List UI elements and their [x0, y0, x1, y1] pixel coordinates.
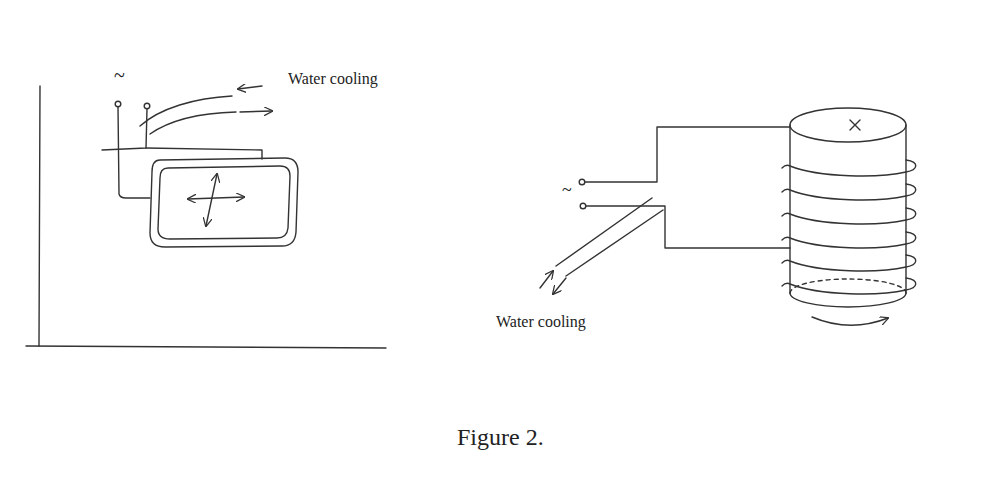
figure-caption: Figure 2.	[457, 424, 544, 450]
flow-arrow	[553, 278, 566, 294]
rotation-arrow	[812, 317, 888, 325]
helical-coil	[782, 255, 916, 271]
helical-coil	[782, 160, 916, 176]
field-arrow	[206, 174, 217, 226]
cylinder-side	[789, 125, 790, 293]
helical-coil	[782, 232, 916, 248]
flow-arrow	[238, 86, 262, 89]
cooling-pipe	[566, 210, 663, 276]
flow-arrow	[540, 271, 553, 288]
lead-wire	[118, 107, 150, 198]
helical-coil	[782, 278, 916, 294]
cylinder-top	[790, 108, 906, 142]
plate-edge	[26, 346, 386, 348]
helical-coil	[782, 184, 916, 200]
cooling-pipe	[150, 112, 236, 134]
field-into-page	[850, 120, 860, 130]
helical-coil	[782, 208, 916, 224]
lead-wire	[102, 109, 147, 150]
terminal	[580, 203, 586, 209]
plate-edge	[39, 86, 40, 346]
terminal	[579, 179, 585, 185]
flow-arrow	[240, 111, 272, 112]
field-arrow	[188, 197, 244, 199]
ac-symbol: ~	[562, 181, 572, 201]
cylinder-bottom-hidden	[790, 279, 906, 293]
ac-symbol: ~	[114, 64, 125, 86]
water-cooling-label: Water cooling	[288, 70, 378, 88]
lead-wire	[585, 127, 790, 182]
flat-coil	[158, 166, 290, 239]
lead-wire	[146, 148, 262, 159]
terminal	[115, 101, 121, 107]
terminal	[144, 103, 150, 109]
cooling-pipe	[556, 198, 652, 266]
cylinder-bottom	[790, 293, 906, 307]
water-cooling-label: Water cooling	[496, 313, 586, 331]
cooling-pipe	[140, 96, 232, 126]
flat-coil	[150, 158, 298, 247]
